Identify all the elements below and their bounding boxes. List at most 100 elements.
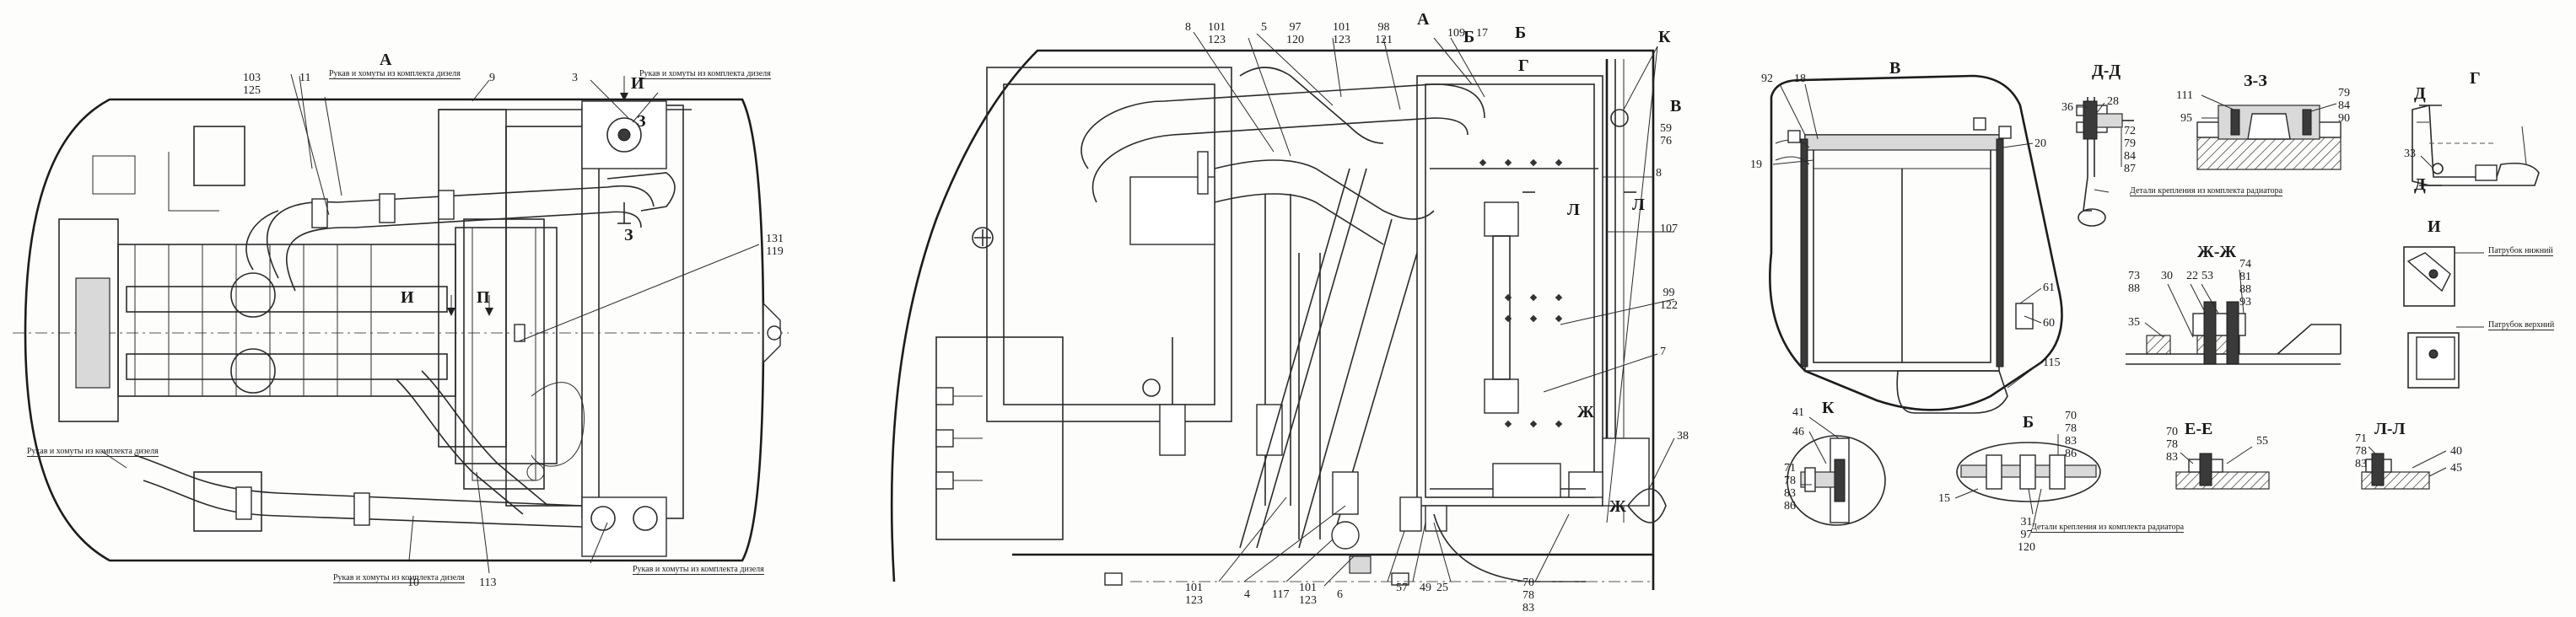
note-radiator-parts-2: Детали крепления из комплекта радиатора [2031, 523, 2185, 533]
note-hoses-5: Рукав и хомуты из комплекта дизеля [633, 565, 764, 575]
pos-117: 117 [1272, 588, 1290, 601]
view-title-v: В [1889, 59, 1901, 78]
note-hoses-1: Рукав и хомуты из комплекта дизеля [329, 69, 461, 79]
view-title-g: Г [2470, 69, 2481, 88]
pos-60: 60 [2043, 317, 2055, 330]
mark-v: В [1670, 97, 1682, 115]
mark-l-left: Л [1567, 201, 1580, 219]
pos-19: 19 [1750, 158, 1762, 171]
mark-g: Г [1518, 56, 1529, 75]
pos-7: 7 [1660, 346, 1666, 358]
pos-17: 17 [1476, 27, 1488, 40]
pos-10: 10 [407, 577, 419, 589]
pos-8-top: 8 [1185, 21, 1191, 34]
pos-57: 57 [1396, 582, 1408, 594]
pos-22: 22 [2186, 270, 2198, 282]
view-a-drawing [13, 73, 789, 574]
view-title-b: Б [1463, 28, 1475, 46]
view-g-drawing [2412, 104, 2540, 186]
pos-55: 55 [2256, 435, 2268, 448]
pos-36: 36 [2061, 101, 2073, 114]
view-b-drawing [890, 31, 1675, 590]
mark-a: А [1417, 10, 1430, 29]
pos-107: 107 [1660, 223, 1678, 235]
note-hoses-4: Рукав и хомуты из комплекта дизеля [333, 573, 465, 583]
section-zhzh-drawing [2126, 269, 2342, 365]
pos-40: 40 [2450, 445, 2462, 458]
pos-109: 109 [1447, 27, 1465, 40]
view-title-zz: З-З [2244, 72, 2267, 90]
pos-8-right: 8 [1656, 167, 1662, 180]
mark-z-bottom: З [624, 226, 633, 244]
view-title-a: А [380, 51, 392, 69]
pos-30: 30 [2161, 270, 2173, 282]
mark-i-left: И [401, 288, 414, 307]
view-title-dd: Д-Д [2092, 62, 2121, 80]
mark-b: Б [1515, 24, 1527, 42]
pos-3: 3 [572, 72, 578, 84]
section-dd-drawing [2076, 97, 2134, 227]
pos-115: 115 [2043, 357, 2061, 369]
mark-k: К [1658, 28, 1671, 46]
pos-111: 111 [2176, 89, 2193, 102]
pos-15: 15 [1938, 492, 1950, 505]
pos-92: 92 [1761, 72, 1773, 85]
pos-9: 9 [489, 72, 495, 84]
view-title-k: К [1822, 399, 1835, 417]
note-radiator-parts-1: Детали крепления из комплекта радиатора [2130, 186, 2283, 196]
mark-i-top: И [631, 74, 644, 93]
section-zz-drawing [2196, 94, 2342, 170]
note-pipe-lower: Патрубок нижний [2488, 246, 2553, 256]
view-title-b-small: Б [2023, 413, 2034, 432]
mark-l-right: Л [1632, 196, 1645, 214]
note-pipe-upper: Патрубок верхний [2488, 320, 2555, 330]
mark-p: П [477, 288, 490, 307]
view-title-i: И [2428, 217, 2441, 236]
mark-d-top: Д [2414, 84, 2426, 103]
mark-zh-top: Ж [1577, 403, 1594, 421]
view-i-drawing [2403, 246, 2484, 389]
pos-95: 95 [2180, 112, 2192, 125]
pos-46: 46 [1792, 426, 1804, 438]
pos-49: 49 [1420, 582, 1431, 594]
pos-11: 11 [299, 72, 311, 84]
pos-61: 61 [2043, 282, 2055, 294]
mark-z-top: З [637, 112, 646, 131]
pos-4: 4 [1244, 588, 1250, 601]
pos-33: 33 [2404, 148, 2416, 160]
pos-41: 41 [1792, 406, 1804, 419]
pos-45: 45 [2450, 462, 2462, 475]
mark-zh-bottom: Ж [1609, 497, 1626, 516]
view-title-zhzh: Ж-Ж [2197, 243, 2237, 261]
pos-53: 53 [2201, 270, 2213, 282]
view-title-ee: Е-Е [2185, 420, 2213, 438]
view-k-drawing [1786, 416, 1886, 526]
view-v-drawing [1769, 74, 2063, 414]
pos-20: 20 [2034, 137, 2046, 150]
section-ee-drawing [2175, 446, 2270, 490]
note-hoses-2: Рукав и хомуты из комплекта дизеля [639, 69, 771, 79]
view-title-ll: Л-Л [2374, 420, 2406, 438]
pos-5: 5 [1261, 21, 1267, 34]
